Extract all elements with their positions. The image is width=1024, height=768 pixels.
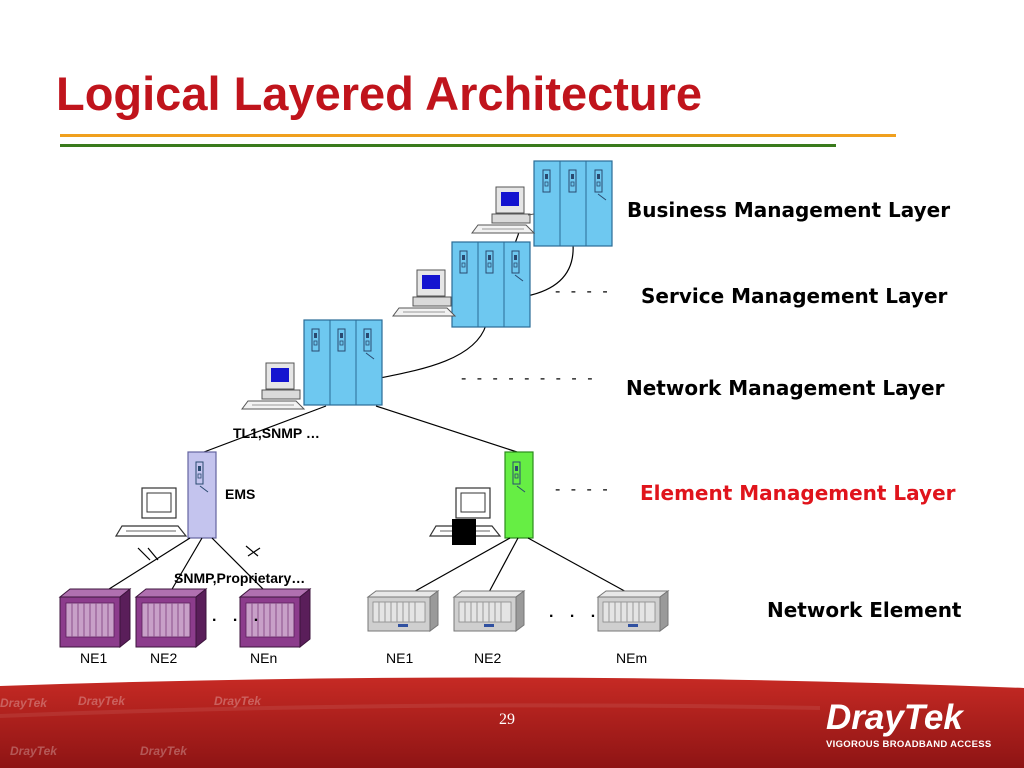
footer-watermark: DrayTek [10, 744, 57, 758]
ne-label-right-1: NE1 [386, 650, 414, 666]
ne-ellipsis-right: . . . [549, 604, 602, 621]
link-sml-nml [379, 324, 487, 379]
connector-dashes-element: - - - - [555, 481, 611, 498]
ems-left-server-icon [187, 451, 217, 539]
connector-dashes-service: - - - - [555, 283, 611, 300]
footer-band [0, 677, 1024, 768]
service-server-icon [451, 241, 531, 328]
ne-label-right-m: NEm [616, 650, 648, 666]
ne-right-m-icon [597, 590, 669, 632]
layer-label-network-element: Network Element [767, 598, 962, 622]
layer-label-element: Element Management Layer [640, 481, 956, 505]
ne-label-left-1: NE1 [80, 650, 108, 666]
ne-label-left-n: NEn [250, 650, 278, 666]
link-nml-ems-right [375, 405, 518, 453]
ems-right-server-icon [504, 451, 534, 539]
ne-left-2-icon [135, 588, 207, 648]
service-workstation-icon [392, 269, 456, 317]
black-block-icon [452, 519, 476, 545]
connector-dashes-network: - - - - - - - - - [461, 370, 596, 387]
slide-title: Logical Layered Architecture [56, 67, 703, 120]
network-workstation-icon [241, 362, 305, 410]
business-workstation-icon [471, 186, 535, 234]
footer-watermark: DrayTek [0, 696, 47, 710]
layer-label-network: Network Management Layer [626, 376, 945, 400]
ne-ellipsis-left: . . . [212, 608, 265, 625]
link-bml-sml-right [526, 243, 574, 297]
footer-watermark: DrayTek [78, 694, 125, 708]
layer-label-service: Service Management Layer [641, 284, 948, 308]
page-number: 29 [499, 711, 515, 728]
protocol-label-ems: EMS [225, 486, 256, 502]
brand-tagline: VIGOROUS BROADBAND ACCESS [826, 739, 992, 750]
title-rule-green [60, 144, 836, 147]
footer-watermark: DrayTek [140, 744, 187, 758]
network-server-icon [303, 319, 383, 406]
layer-label-business: Business Management Layer [627, 198, 951, 222]
link-nml-ems-left [203, 405, 327, 453]
protocol-label-tl1-snmp: TL1,SNMP … [233, 425, 320, 441]
title-rule-orange [60, 134, 896, 137]
footer-watermark: DrayTek [214, 694, 261, 708]
ne-label-right-2: NE2 [474, 650, 502, 666]
business-server-icon [533, 160, 613, 247]
ems-left-workstation-icon [115, 487, 187, 537]
ne-right-2-icon [453, 590, 525, 632]
protocol-label-snmp-proprietary: SNMP,Proprietary… [174, 570, 306, 586]
ne-left-1-icon [59, 588, 131, 648]
draytek-logo: DrayTek [826, 698, 963, 737]
ne-right-1-icon [367, 590, 439, 632]
architecture-diagram [59, 160, 669, 648]
ne-label-left-2: NE2 [150, 650, 178, 666]
